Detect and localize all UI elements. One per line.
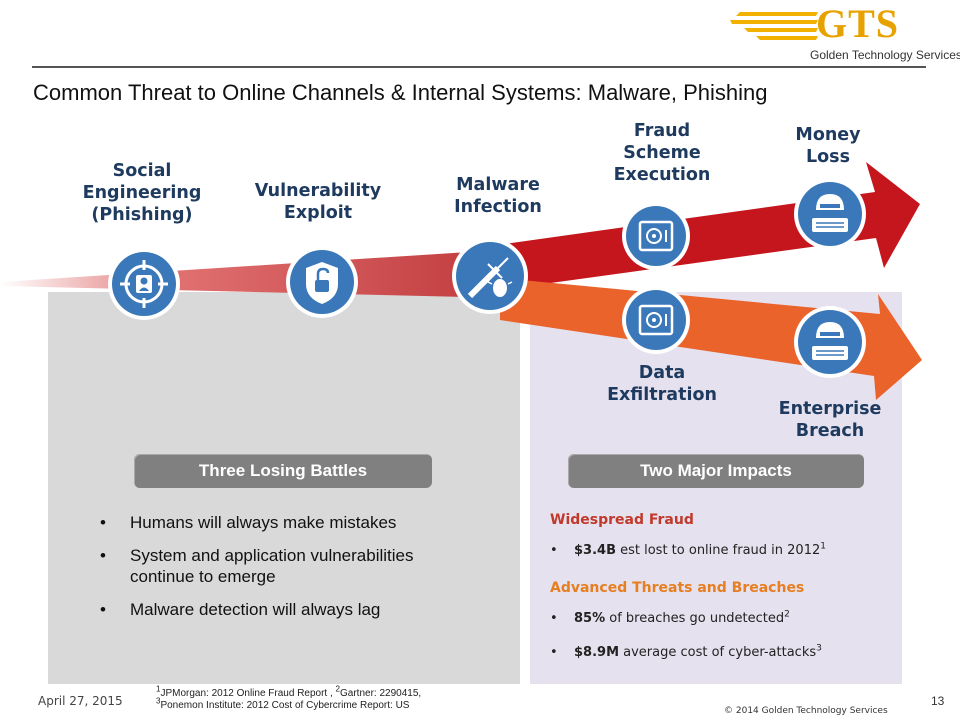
list-item: System and application vulnerabilities c… <box>100 545 430 587</box>
vault-safe-icon <box>622 286 690 354</box>
logo-wordmark: GTS <box>816 1 900 46</box>
stage-fraud-execution: Fraud Scheme Execution <box>613 121 711 185</box>
impacts-list: Widespread Fraud $3.4B est lost to onlin… <box>550 512 890 674</box>
stage-money-loss: Money Loss <box>795 125 861 167</box>
list-item: $3.4B est lost to online fraud in 20121 <box>550 542 890 560</box>
three-losing-battles-heading: Three Losing Battles <box>134 454 432 488</box>
footnote-ref: 1 <box>820 541 826 552</box>
stage-social-engineering: Social Engineering (Phishing) <box>82 161 202 225</box>
page-title: Common Threat to Online Channels & Inter… <box>33 80 768 105</box>
orange-arrow-breach <box>500 278 922 400</box>
logo-speed-lines <box>730 12 818 40</box>
footnote-ref: 3 <box>816 643 822 654</box>
footer-date: April 27, 2015 <box>38 694 123 708</box>
stat-value: $8.9M <box>574 645 620 660</box>
stat-value: $3.4B <box>574 543 616 558</box>
page-number: 13 <box>931 694 945 708</box>
list-item: Humans will always make mistakes <box>100 512 500 533</box>
stage-malware-infection: Malware Infection <box>454 175 542 217</box>
attack-path-tail <box>0 250 510 298</box>
hacker-keyboard-icon <box>794 306 866 378</box>
advanced-threats-title: Advanced Threats and Breaches <box>550 580 805 596</box>
unlocked-shield-icon <box>286 246 358 318</box>
two-major-impacts-heading: Two Major Impacts <box>568 454 864 488</box>
threat-flow-diagram <box>0 162 922 400</box>
stat-text: of breaches go undetected <box>605 611 785 626</box>
stat-text: est lost to online fraud in 2012 <box>615 543 821 558</box>
stat-text: average cost of cyber-attacks <box>619 645 817 660</box>
stage-enterprise-breach: Enterprise Breach <box>778 399 882 441</box>
stat-value: 85% <box>574 611 606 626</box>
vault-safe-icon <box>622 202 690 270</box>
gts-logo: GTS Golden Technology Services <box>730 1 960 66</box>
footnote-ref: 2 <box>784 609 790 620</box>
header-divider <box>32 66 926 68</box>
list-item: $8.9M average cost of cyber-attacks3 <box>550 644 890 662</box>
copyright-notice: © 2014 Golden Technology Services <box>724 706 888 716</box>
list-item: Malware detection will always lag <box>100 599 500 620</box>
hacker-keyboard-icon <box>794 178 866 250</box>
stage-data-exfiltration: Data Exfiltration <box>607 363 717 405</box>
syringe-bug-icon <box>452 238 528 314</box>
stage-vulnerability-exploit: Vulnerability Exploit <box>254 181 382 223</box>
widespread-fraud-title: Widespread Fraud <box>550 512 694 528</box>
losing-battles-list: Humans will always make mistakes System … <box>100 512 500 632</box>
target-person-icon <box>108 248 180 320</box>
red-arrow-fraud <box>490 162 920 290</box>
footnote-sources: 1JPMorgan: 2012 Online Fraud Report , 2G… <box>156 684 422 711</box>
list-item: 85% of breaches go undetected2 <box>550 610 890 628</box>
logo-subtitle: Golden Technology Services <box>810 48 960 62</box>
